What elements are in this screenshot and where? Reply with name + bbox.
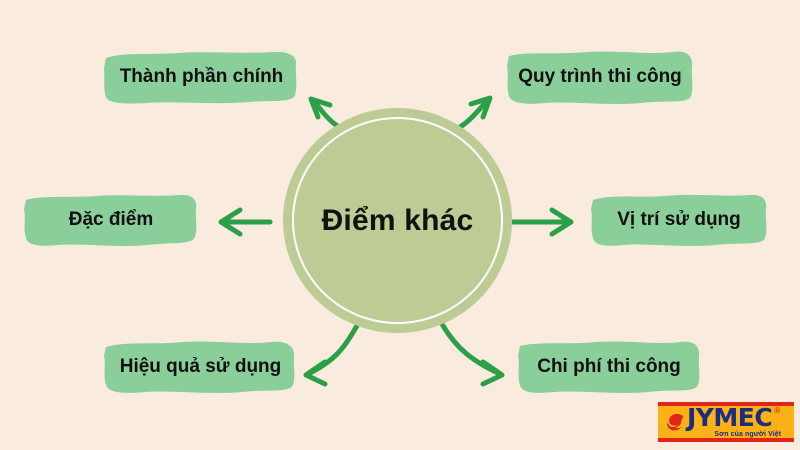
logo-tagline: Sơn của người Việt [714,430,782,438]
arrow-to-vi-tri-su-dung [510,207,574,237]
branch-chi-phi-thi-cong[interactable]: Chi phí thi công [516,337,702,397]
branch-quy-trinh-thi-cong[interactable]: Quy trình thi công [505,47,695,107]
brush-stroke-shape [591,194,767,246]
branch-hieu-qua-su-dung[interactable]: Hiệu quả sử dụng [103,337,298,397]
branch-label: Thành phần chính [119,66,284,87]
logo-word-row: JYMEC ® [687,403,782,433]
brush-stroke-shape [518,341,700,393]
brush-stroke-shape [507,51,693,104]
logo-inner: JYMEC ® Sơn của người Việt [658,402,794,442]
brush-stroke-shape [24,194,197,246]
branch-dac-diem[interactable]: Đặc điểm [23,190,199,250]
branch-thanh-phan-chinh[interactable]: Thành phần chính [103,47,300,107]
jymec-logo[interactable]: JYMEC ® Sơn của người Việt [658,402,794,442]
brush-stroke-shape [104,341,295,393]
branch-label: Hiệu quả sử dụng [119,356,282,377]
branch-vi-tri-su-dung[interactable]: Vị trí sử dụng [589,190,769,250]
logo-text-wrap: JYMEC ® Sơn của người Việt [687,403,782,438]
center-node[interactable]: Điểm khác [283,108,512,333]
arrow-to-chi-phi-thi-cong [439,321,505,387]
branch-label: Đặc điểm [68,209,154,230]
brush-stroke-shape [104,51,297,104]
logo-wordmark: JYMEC [687,403,773,433]
logo-swirl-icon [667,413,683,431]
branch-label: Vị trí sử dụng [617,209,741,230]
arrow-to-dac-diem [218,207,273,237]
logo-bar-top [658,402,794,406]
registered-trademark-icon: ® [773,406,782,416]
center-label: Điểm khác [321,203,474,237]
logo-bar-bottom [658,438,794,442]
branch-label: Chi phí thi công [537,356,681,377]
branch-label: Quy trình thi công [518,66,682,87]
arrow-to-hieu-qua-su-dung [303,321,361,387]
